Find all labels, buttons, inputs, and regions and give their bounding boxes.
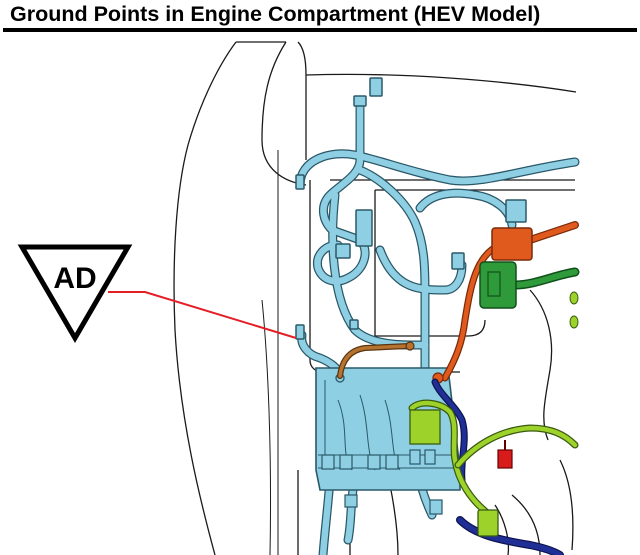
lime-harness xyxy=(408,399,579,537)
relay-box xyxy=(315,367,461,515)
callout-triangle xyxy=(17,244,133,343)
red-connector xyxy=(497,440,513,469)
green-connector xyxy=(479,261,517,309)
harness-connectors xyxy=(295,77,527,340)
orange-connector xyxy=(491,227,533,261)
page-title: Ground Points in Engine Compartment (HEV… xyxy=(10,2,541,26)
ground-point-callout-ad: AD xyxy=(17,244,297,343)
green-harness xyxy=(479,261,580,329)
callout-label: AD xyxy=(53,262,96,295)
callout-leader-line xyxy=(108,291,297,339)
ground-strap xyxy=(337,341,415,379)
title-underline xyxy=(3,28,637,32)
